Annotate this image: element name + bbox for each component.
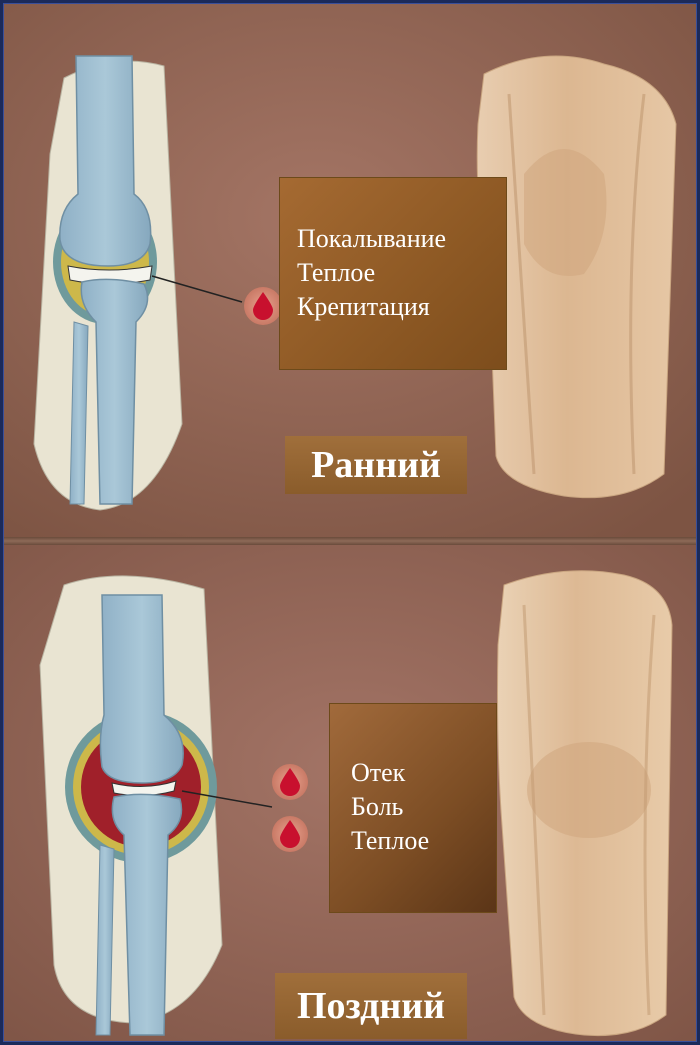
panel-divider	[4, 537, 697, 545]
late-stage-panel: Отек Боль Теплое Поздний	[4, 545, 697, 1042]
symptom-pain: Боль	[351, 790, 496, 824]
kneecap-shading	[524, 149, 607, 276]
knee-exterior	[477, 56, 676, 498]
symptom-warmth: Теплое	[351, 824, 496, 858]
blood-drop-icon	[244, 287, 282, 325]
blood-drop-icon	[272, 764, 308, 800]
symptoms-box-early: Покалывание Теплое Крепитация	[279, 177, 507, 370]
symptom-swelling: Отек	[351, 756, 496, 790]
symptom-warmth: Теплое	[297, 256, 506, 290]
stage-label-early: Ранний	[285, 436, 467, 494]
symptom-crepitus: Крепитация	[297, 290, 506, 324]
swollen-knee-shading	[527, 742, 651, 838]
stage-label-late: Поздний	[275, 973, 467, 1039]
symptoms-box-late: Отек Боль Теплое	[329, 703, 497, 913]
blood-drop-icon	[272, 816, 308, 852]
symptom-tingling: Покалывание	[297, 222, 506, 256]
knee-osteoarthritis-diagram: Покалывание Теплое Крепитация Ранний	[3, 3, 697, 1042]
early-stage-panel: Покалывание Теплое Крепитация Ранний	[4, 4, 697, 537]
